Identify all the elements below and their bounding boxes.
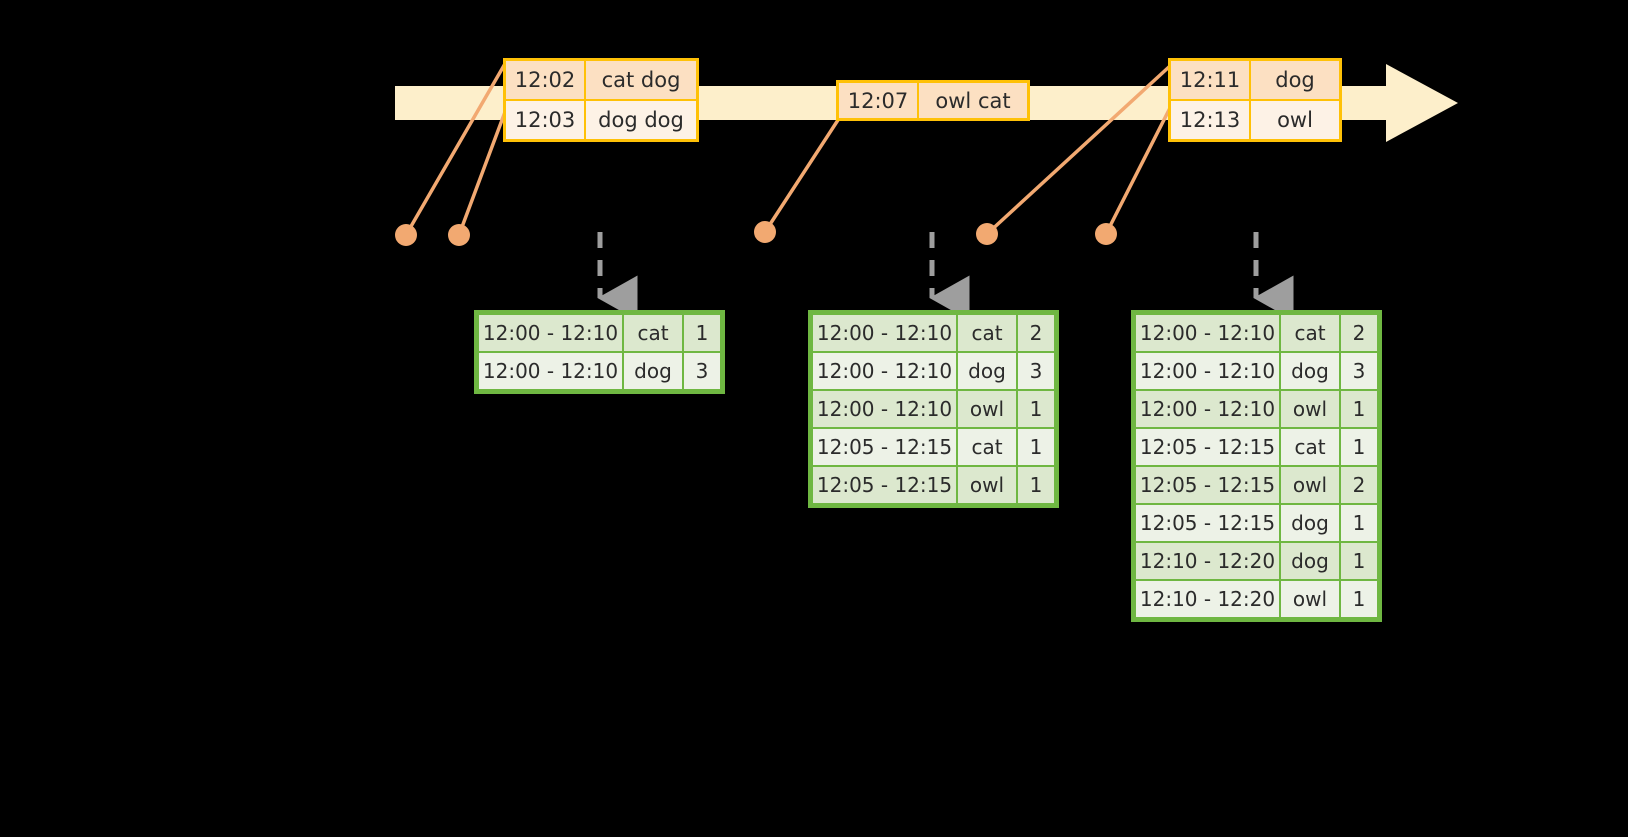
count-cell: 1 xyxy=(1340,580,1378,618)
event-words: cat dog xyxy=(586,61,696,99)
window-cell: 12:00 - 12:10 xyxy=(812,352,957,390)
window-cell: 12:10 - 12:20 xyxy=(1135,542,1280,580)
word-cell: cat xyxy=(623,314,683,352)
word-cell: dog xyxy=(1280,352,1340,390)
word-cell: dog xyxy=(623,352,683,390)
count-cell: 2 xyxy=(1340,314,1378,352)
event-words: dog xyxy=(1251,61,1339,99)
word-cell: dog xyxy=(957,352,1017,390)
window-cell: 12:00 - 12:10 xyxy=(1135,352,1280,390)
word-cell: owl xyxy=(957,466,1017,504)
window-cell: 12:00 - 12:10 xyxy=(812,390,957,428)
event-dot-3 xyxy=(754,221,776,243)
word-cell: cat xyxy=(957,428,1017,466)
count-cell: 2 xyxy=(1017,314,1055,352)
count-cell: 3 xyxy=(1017,352,1055,390)
word-cell: owl xyxy=(1280,466,1340,504)
event-time: 12:13 xyxy=(1171,101,1251,139)
event-time: 12:03 xyxy=(506,101,586,139)
word-cell: owl xyxy=(1280,580,1340,618)
window-cell: 12:00 - 12:10 xyxy=(1135,314,1280,352)
connector-2 xyxy=(457,102,510,237)
count-cell: 1 xyxy=(1340,542,1378,580)
window-cell: 12:05 - 12:15 xyxy=(1135,504,1280,542)
event-dot-4 xyxy=(976,223,998,245)
word-cell: owl xyxy=(957,390,1017,428)
count-cell: 1 xyxy=(1340,428,1378,466)
connector-5 xyxy=(1104,102,1174,236)
word-cell: cat xyxy=(1280,428,1340,466)
count-cell: 3 xyxy=(1340,352,1378,390)
word-cell: dog xyxy=(1280,504,1340,542)
window-cell: 12:05 - 12:15 xyxy=(1135,466,1280,504)
count-cell: 1 xyxy=(1340,390,1378,428)
event-time: 12:02 xyxy=(506,61,586,99)
count-cell: 3 xyxy=(683,352,721,390)
event-words: dog dog xyxy=(586,101,696,139)
window-cell: 12:00 - 12:10 xyxy=(478,314,623,352)
window-cell: 12:00 - 12:10 xyxy=(1135,390,1280,428)
event-dot-5 xyxy=(1095,223,1117,245)
word-cell: cat xyxy=(957,314,1017,352)
window-cell: 12:05 - 12:15 xyxy=(812,466,957,504)
event-dot-2 xyxy=(448,224,470,246)
connector-3 xyxy=(763,118,840,234)
window-cell: 12:05 - 12:15 xyxy=(1135,428,1280,466)
count-cell: 1 xyxy=(683,314,721,352)
event-words: owl cat xyxy=(919,83,1027,118)
window-cell: 12:00 - 12:10 xyxy=(478,352,623,390)
event-time: 12:11 xyxy=(1171,61,1251,99)
count-cell: 1 xyxy=(1017,390,1055,428)
count-cell: 1 xyxy=(1017,428,1055,466)
window-cell: 12:05 - 12:15 xyxy=(812,428,957,466)
connector-1 xyxy=(404,60,508,237)
event-dot-1 xyxy=(395,224,417,246)
word-cell: cat xyxy=(1280,314,1340,352)
window-cell: 12:00 - 12:10 xyxy=(812,314,957,352)
count-cell: 1 xyxy=(1017,466,1055,504)
count-cell: 1 xyxy=(1340,504,1378,542)
word-cell: owl xyxy=(1280,390,1340,428)
event-time: 12:07 xyxy=(839,83,919,118)
window-cell: 12:10 - 12:20 xyxy=(1135,580,1280,618)
word-cell: dog xyxy=(1280,542,1340,580)
event-words: owl xyxy=(1251,101,1339,139)
count-cell: 2 xyxy=(1340,466,1378,504)
